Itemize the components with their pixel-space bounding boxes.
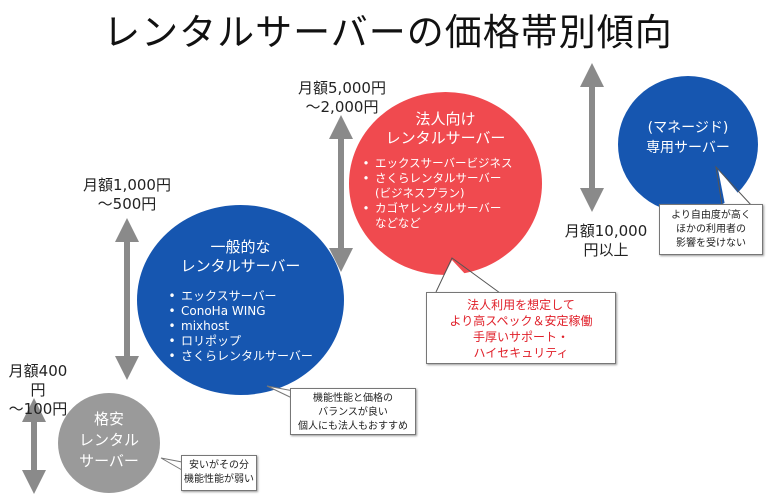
note-dedicated: より自由度が高く ほかの利用者の 影響を受けない [659, 204, 763, 255]
price-label-dedicated: 月額10,000 円以上 [564, 222, 648, 259]
page-title: レンタルサーバーの価格帯別傾向 [103, 11, 673, 54]
list-item: さくらレンタルサーバー [163, 349, 344, 364]
list-item: カゴヤレンタルサーバー [357, 201, 542, 216]
price-label-general: 月額1,000円 〜500円 [83, 176, 171, 213]
list-item: エックスサーバー [163, 289, 344, 304]
list-item: ロリポップ [163, 334, 344, 349]
note-general: 機能性能と価格の バランスが良い 個人にも法人もおすすめ [290, 388, 416, 435]
note-business: 法人利用を想定して より高スペック＆安定稼働 手厚いサポート・ ハイセキュリティ [426, 292, 616, 364]
list-item: エックスサーバービジネス [357, 156, 542, 171]
tier-name-dedicated: (マネージド) 専用サーバー [646, 120, 730, 156]
note-budget: 安いがその分 機能性能が弱い [181, 455, 257, 491]
tier-circle-general: 一般的な レンタルサーバー エックスサーバー ConoHa WING mixho… [137, 205, 344, 395]
server-list-business: エックスサーバービジネス さくらレンタルサーバー (ビジネスプラン) カゴヤレン… [349, 156, 542, 231]
price-label-budget: 月額400円 〜100円 [8, 362, 68, 418]
tier-circle-budget: 格安 レンタル サーバー [58, 393, 160, 493]
tier-name-budget: 格安 レンタル サーバー [78, 410, 139, 470]
list-item-extra: などなど [375, 216, 421, 230]
list-item-sub: (ビジネスプラン) [375, 186, 465, 200]
server-list-general: エックスサーバー ConoHa WING mixhost ロリポップ さくらレン… [137, 289, 344, 364]
price-label-business: 月額5,000円 〜2,000円 [298, 79, 386, 116]
tier-name-business: 法人向け レンタルサーバー [385, 110, 506, 147]
tier-name-general: 一般的な レンタルサーバー [180, 238, 301, 275]
list-item: ConoHa WING [163, 304, 344, 319]
tier-circle-business: 法人向け レンタルサーバー エックスサーバービジネス さくらレンタルサーバー (… [349, 92, 542, 275]
list-item: さくらレンタルサーバー [357, 171, 542, 186]
list-item: mixhost [163, 319, 344, 334]
